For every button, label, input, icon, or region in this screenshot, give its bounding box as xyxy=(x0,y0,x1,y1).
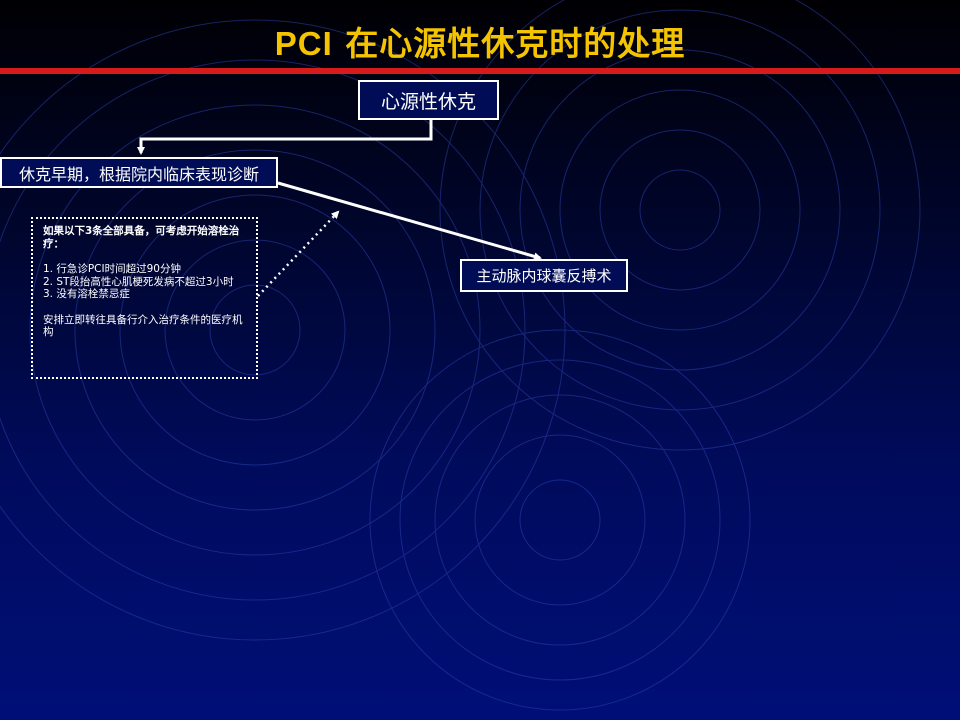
node-cardiogenic-shock: 心源性休克 xyxy=(358,80,499,120)
criteria-note: 安排立即转往具备行介入治疗条件的医疗机构 xyxy=(43,313,243,339)
title-prefix: PCI xyxy=(274,25,333,62)
arrow-early-to-iabp xyxy=(277,181,542,261)
criteria-item-1: 1. 行急诊PCI时间超过90分钟 xyxy=(43,263,181,275)
node-iabp: 主动脉内球囊反搏术 xyxy=(460,259,628,292)
arrow-shock-to-early xyxy=(137,120,433,155)
thrombolysis-criteria-box: 如果以下3条全部具备，可考虑开始溶栓治疗： 1. 行急诊PCI时间超过90分钟 … xyxy=(31,217,258,379)
arrow-criteria-dotted xyxy=(257,210,340,297)
title-text: 在心源性休克时的处理 xyxy=(332,24,686,63)
criteria-item-3: 3. 没有溶栓禁忌症 xyxy=(43,288,130,300)
title-divider xyxy=(0,68,960,74)
node-early-shock-diagnosis: 休克早期，根据院内临床表现诊断 xyxy=(0,157,278,188)
criteria-item-2: 2. ST段抬高性心肌梗死发病不超过3小时 xyxy=(43,275,234,288)
page-title: PCI 在心源性休克时的处理 xyxy=(0,22,960,66)
criteria-heading: 如果以下3条全部具备，可考虑开始溶栓治疗： xyxy=(43,225,240,250)
